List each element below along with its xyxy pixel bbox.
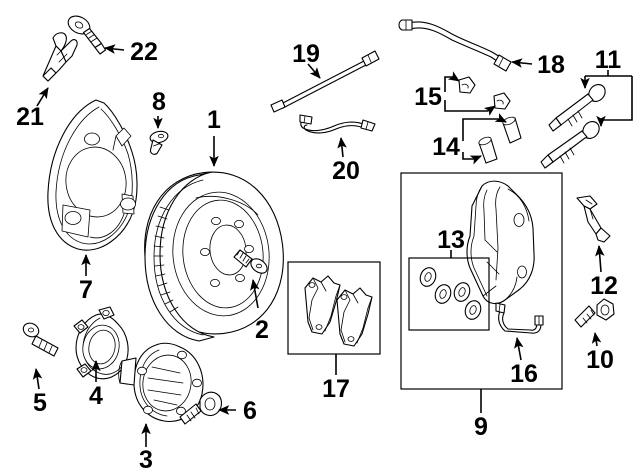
callout-label-10: 10 <box>586 346 614 374</box>
part-brake-rotor-disc <box>144 171 284 342</box>
callout-label-13: 13 <box>437 226 465 254</box>
callout-label-20: 20 <box>332 157 360 185</box>
part-brake-dust-shield <box>47 99 138 251</box>
callout-label-17: 17 <box>322 375 350 403</box>
part-rotor-retaining-screw <box>233 249 268 274</box>
part-guide-pin-bushings <box>478 116 522 164</box>
callout-label-15: 15 <box>414 83 442 111</box>
callout-leaders <box>32 44 633 447</box>
part-brake-line-pipe <box>270 50 380 113</box>
brake-pad-box <box>287 261 381 355</box>
part-brake-pad-set <box>304 275 373 347</box>
part-caliper-guide-bolt <box>574 298 615 328</box>
callout-label-21: 21 <box>16 103 44 131</box>
callout-label-2: 2 <box>255 316 269 344</box>
part-wheel-hub-flange <box>118 342 204 422</box>
part-bleeder-screw-caps <box>458 76 511 110</box>
part-brake-pad-wear-sensor-lead <box>495 302 544 334</box>
seal-kit-box <box>408 257 490 331</box>
callout-label-16: 16 <box>510 360 538 388</box>
part-wheel-bearing-housing <box>73 306 129 380</box>
callout-label-14: 14 <box>432 133 460 161</box>
part-brake-hose-upper <box>398 19 512 72</box>
callout-label-6: 6 <box>243 397 257 425</box>
callout-label-18: 18 <box>537 51 565 79</box>
callout-label-12: 12 <box>590 272 618 300</box>
part-caliper-seal-rings <box>419 267 482 320</box>
part-brake-caliper-body <box>466 180 535 305</box>
callout-label-4: 4 <box>89 382 103 410</box>
callout-label-5: 5 <box>33 389 47 417</box>
callout-label-3: 3 <box>139 446 153 471</box>
callout-label-11: 11 <box>595 46 622 74</box>
part-abs-wheel-speed-sensor <box>42 32 78 82</box>
part-wear-sensor-harness <box>299 114 376 134</box>
part-shield-mounting-screw <box>149 130 169 155</box>
callout-label-9: 9 <box>474 413 488 441</box>
part-hub-flange-bolt <box>179 391 223 425</box>
callout-label-19: 19 <box>292 40 320 68</box>
callout-label-7: 7 <box>79 276 93 304</box>
callout-label-22: 22 <box>130 38 158 66</box>
part-caliper-retaining-spring <box>576 195 611 243</box>
part-caliper-mounting-bolts <box>540 84 606 169</box>
callout-label-1: 1 <box>207 106 221 134</box>
part-bearing-mounting-bolt <box>22 322 59 357</box>
callout-label-8: 8 <box>152 88 166 116</box>
